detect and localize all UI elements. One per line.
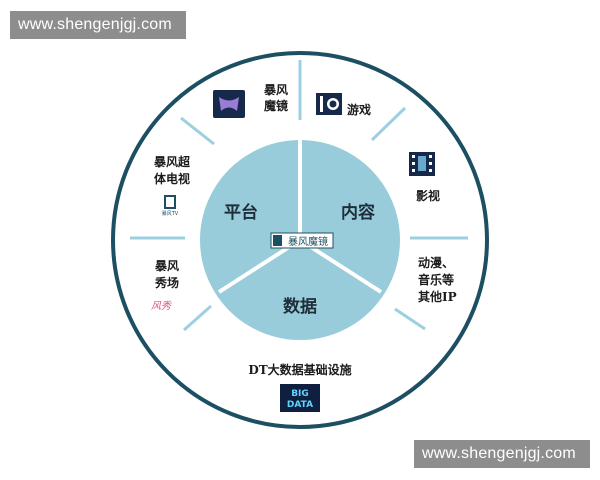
item-anime-music-ip: 动漫、 音乐等 其他IP [418, 255, 457, 304]
center-logo-text: 暴风魔镜 [288, 235, 328, 248]
bigdata-icon-text-2: DATA [287, 400, 313, 410]
show-logo-icon: 风秀 [151, 300, 172, 312]
item-film: 影视 [409, 152, 440, 203]
divider-top-right [370, 106, 407, 142]
segment-content: 内容 [341, 202, 375, 223]
pie-divider-left [217, 238, 302, 294]
segment-data: 数据 [283, 296, 317, 317]
vr-mirror-label-2: 魔镜 [264, 98, 288, 113]
item-bigdata: DT大数据基础设施 BIG DATA [248, 362, 352, 412]
item-games: 游戏 [316, 93, 371, 117]
divider-bottom-left [183, 304, 212, 332]
bigdata-icon-text-1: BIG [291, 389, 309, 399]
anime-label-2: 音乐等 [418, 272, 454, 287]
segment-platform: 平台 [224, 202, 258, 223]
divider-bottom-right [394, 307, 426, 331]
item-vr-mirror: 暴风 魔镜 [213, 83, 288, 118]
tv-label-1: 暴风超 [153, 154, 191, 169]
anime-label-3: 其他IP [418, 289, 457, 304]
item-show: 暴风 秀场 风秀 [151, 259, 179, 312]
vr-mirror-label-1: 暴风 [263, 83, 288, 97]
tv-icon [164, 195, 176, 209]
bigdata-icon [280, 384, 320, 412]
center-logo: 暴风魔镜 [270, 232, 334, 249]
watermark-top: www.shengenjgj.com [10, 11, 186, 39]
anime-label-1: 动漫、 [418, 255, 454, 270]
games-label: 游戏 [347, 102, 371, 117]
pie-divider-right [298, 238, 383, 294]
show-label-1: 暴风 [154, 259, 179, 273]
film-label: 影视 [416, 188, 440, 203]
item-tv: 暴风超 体电视 暴风TV [153, 154, 191, 217]
bigdata-label: DT大数据基础设施 [248, 362, 351, 377]
outer-ring [111, 51, 489, 429]
divider-top-left [180, 116, 215, 146]
show-label-2: 秀场 [154, 275, 179, 290]
logo-mark-icon [273, 235, 282, 246]
watermark-bottom: www.shengenjgj.com [414, 440, 590, 468]
ring-dividers [130, 60, 468, 332]
tv-label-2: 体电视 [154, 171, 190, 186]
tv-icon-caption: 暴风TV [162, 210, 179, 217]
center-pie: 平台 内容 数据 暴风魔镜 [200, 140, 400, 340]
